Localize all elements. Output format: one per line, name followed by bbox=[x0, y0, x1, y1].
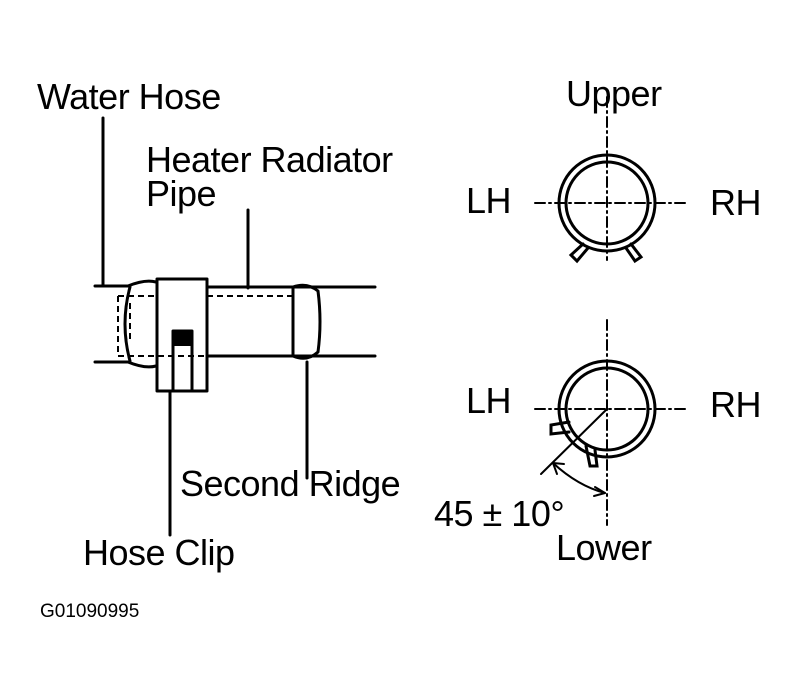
lower-label: Lower bbox=[556, 527, 652, 568]
figure-code: G01090995 bbox=[40, 601, 140, 622]
rh-lower-label: RH bbox=[710, 384, 762, 425]
water-hose-lower-edge bbox=[93, 360, 158, 369]
heater-radiator-label: Heater Radiator bbox=[146, 139, 393, 180]
water-hose-upper-edge bbox=[93, 279, 158, 288]
angle-line bbox=[540, 408, 608, 475]
lower-clip-bottom-tab bbox=[584, 444, 599, 468]
rh-upper-label: RH bbox=[710, 182, 762, 223]
lh-upper-label: LH bbox=[466, 180, 512, 221]
water-hose-label: Water Hose bbox=[37, 76, 221, 117]
angle-arc bbox=[552, 462, 606, 494]
water-hose-bulge bbox=[123, 285, 132, 363]
upper-clip-right-tab bbox=[624, 242, 644, 264]
angle-arrow-right bbox=[593, 486, 606, 497]
pipe-label: Pipe bbox=[146, 173, 217, 214]
hose-clip-body bbox=[155, 277, 209, 393]
pipe-hidden-outline bbox=[117, 296, 293, 357]
hose-clip-label: Hose Clip bbox=[83, 532, 235, 573]
lh-lower-label: LH bbox=[466, 380, 512, 421]
upper-label: Upper bbox=[566, 73, 662, 114]
upper-clip-left-tab bbox=[568, 242, 590, 264]
angle-arrow-left bbox=[552, 462, 565, 475]
upper-clip-outer-ring bbox=[557, 153, 657, 253]
lower-clip-inner-ring bbox=[564, 366, 650, 452]
lower-clip-outer-ring bbox=[557, 359, 657, 459]
angle-label: 45 ± 10° bbox=[434, 493, 565, 534]
hose-body bbox=[205, 285, 295, 358]
second-ridge-bulge bbox=[291, 283, 322, 360]
hose-clip-tab bbox=[173, 331, 192, 346]
lower-clip-left-tab bbox=[549, 420, 571, 436]
upper-clip-inner-ring bbox=[564, 160, 650, 246]
second-ridge-label: Second Ridge bbox=[180, 463, 401, 504]
